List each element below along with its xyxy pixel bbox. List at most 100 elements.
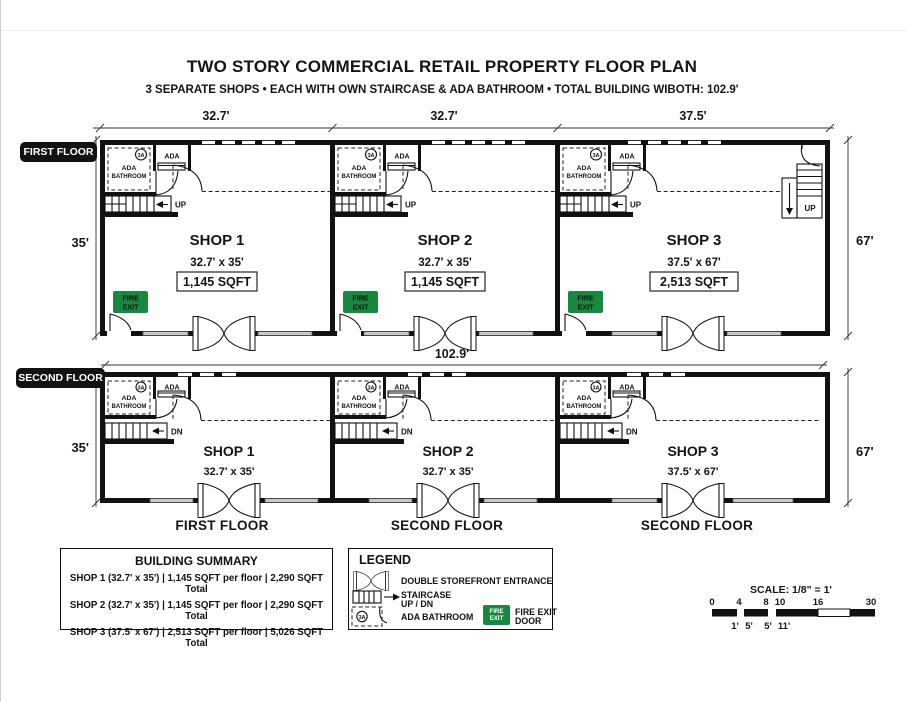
dim-f1-left: 35' <box>71 235 89 250</box>
ada-bathroom-icon: 3A <box>351 606 388 627</box>
stair-door-arc-icon <box>800 143 821 167</box>
shop-sqft: 2,513 SQFT <box>660 275 728 289</box>
staircase-icon <box>352 590 400 604</box>
storefront-window <box>732 498 794 503</box>
sqft-box <box>404 271 486 292</box>
shop-name: SHOP 3 <box>667 232 722 249</box>
shop-size: 32.7' x 35' <box>418 257 472 269</box>
shop-name: SHOP 2 <box>418 232 473 249</box>
shop3-bathroom-cluster <box>559 144 658 218</box>
dim-total-width: 102.9' <box>435 347 469 361</box>
shop-name: SHOP 3 <box>667 443 718 459</box>
legend-title: LEGEND <box>359 553 412 567</box>
building-summary-box: BUILDING SUMMARY SHOP 1 (32.7' x 35') | … <box>60 548 333 649</box>
legend-fire-exit-label: FIRE EXIT <box>515 607 558 617</box>
sqft-box <box>176 271 258 292</box>
page-title: TWO STORY COMMERCIAL RETAIL PROPERTY FLO… <box>186 57 698 76</box>
shop-size: 32.7' x 35' <box>422 466 473 478</box>
shop-sqft: 1,145 SQFT <box>183 275 251 289</box>
shop2-bathroom-cluster <box>334 376 432 445</box>
scale-tick: 8 <box>763 597 768 608</box>
floor-label-1: FIRST FLOOR <box>175 518 269 533</box>
storefront-window <box>611 498 658 503</box>
storefront-window <box>478 331 534 336</box>
up-label: UP <box>804 204 816 213</box>
floor-label-3: SECOND FLOOR <box>640 518 754 533</box>
shop3-bathroom-cluster <box>559 376 657 445</box>
shop3-f1-labels: SHOP 3 37.5' x 67' 2,513 SQFT <box>649 232 739 292</box>
storefront-window <box>368 498 413 503</box>
dim-shop2-width: 32.7' <box>430 109 457 123</box>
storefront-window <box>142 331 189 336</box>
shop-size: 37.5' x 67' <box>667 257 721 269</box>
scale-tick: 16 <box>813 597 824 608</box>
fire-label: FIRE <box>489 608 504 615</box>
shop2-bathroom-cluster <box>334 144 433 218</box>
shop-sqft: 1,145 SQFT <box>411 275 479 289</box>
scale-tick: 30 <box>866 597 877 608</box>
legend-box: LEGEND DOUBLE STOREFRONT ENTRANCE STAIRC… <box>348 548 557 630</box>
scale-tick: 4 <box>736 597 742 608</box>
summary-row-shop3: SHOP 3 (37.5' x 67') | 2,513 SQFT per fl… <box>69 627 324 649</box>
legend-ada-label: ADA BATHROOM <box>401 612 474 622</box>
scale-tick: 1' <box>731 621 739 632</box>
divider-wall <box>555 140 560 336</box>
divider-wall <box>330 372 335 503</box>
storefront-window <box>483 498 538 503</box>
scale-tick: 10 <box>775 597 786 608</box>
second-floor-badge: SECOND FLOOR <box>16 368 105 388</box>
storefront-window <box>611 331 658 336</box>
building-summary-title: BUILDING SUMMARY <box>135 554 258 568</box>
shop-size: 32.7' x 35' <box>190 257 244 269</box>
first-floor-plan: UP SHOP 1 32.7' x 35' 1,145 SQFT SHOP 2 … <box>100 140 830 352</box>
storefront-window <box>149 498 194 503</box>
page-subtitle: 3 SEPARATE SHOPS • EACH WITH OWN STAIRCA… <box>145 84 739 96</box>
legend-staircase-updn-label: UP / DN <box>401 599 434 609</box>
divider-wall <box>555 372 560 503</box>
dim-shop3-width: 37.5' <box>679 109 706 123</box>
dim-f1-right: 67' <box>856 233 874 248</box>
scale-tick: 11' <box>778 621 790 632</box>
storefront-window <box>257 331 313 336</box>
scale-title: SCALE: 1/8" = 1' <box>750 584 832 596</box>
sqft-box <box>649 271 739 292</box>
scale-tick: 5' <box>745 621 753 632</box>
shop-size: 32.7' x 35' <box>203 466 254 478</box>
shop1-f2-labels: SHOP 1 32.7' x 35' <box>203 443 254 478</box>
storefront-window <box>264 498 319 503</box>
page-top-rule <box>0 30 907 31</box>
dim-f2-left: 35' <box>71 440 89 455</box>
storefront-window <box>363 331 410 336</box>
first-floor-badge: FIRST FLOOR <box>20 142 97 162</box>
fire-exit-badge: FIRE EXIT <box>483 605 510 625</box>
shop1-bathroom-cluster <box>104 144 203 218</box>
shop2-f2-labels: SHOP 2 32.7' x 35' <box>422 443 473 478</box>
second-floor-plan: SHOP 1 32.7' x 35' SHOP 2 32.7' x 35' SH… <box>100 372 830 519</box>
dim-f2-right: 67' <box>856 444 874 459</box>
storefront-window <box>726 331 782 336</box>
summary-row-shop2: SHOP 2 (32.7' x 35') | 1,145 SQFT per fl… <box>69 600 324 622</box>
exit-label: EXIT <box>489 615 504 622</box>
summary-row-shop1: SHOP 1 (32.7' x 35') | 1,145 SQFT per fl… <box>69 573 324 595</box>
shop-name: SHOP 1 <box>203 443 254 459</box>
divider-wall <box>330 140 335 336</box>
shop1-f1-labels: SHOP 1 32.7' x 35' 1,145 SQFT <box>176 232 258 292</box>
scale-tick: 5' <box>764 621 772 632</box>
ada-code-label: 3A <box>358 615 365 621</box>
shop3-right-staircase: UP <box>781 143 823 219</box>
shop-name: SHOP 2 <box>422 443 473 459</box>
scale-bar: SCALE: 1/8" = 1' 0 4 8 10 16 30 1' 5' 5'… <box>709 584 876 632</box>
shop2-f1-labels: SHOP 2 32.7' x 35' 1,145 SQFT <box>404 232 486 292</box>
shop-name: SHOP 1 <box>190 232 245 249</box>
floor-label-2: SECOND FLOOR <box>390 518 504 533</box>
legend-entrance-label: DOUBLE STOREFRONT ENTRANCE <box>401 576 553 586</box>
shop1-bathroom-cluster <box>104 376 202 445</box>
dim-shop1-width: 32.7' <box>202 109 229 123</box>
shop3-f2-labels: SHOP 3 37.5' x 67' <box>667 443 718 478</box>
scale-tick: 0 <box>709 597 714 608</box>
shop-size: 37.5' x 67' <box>667 466 718 478</box>
legend-staircase-label: STAIRCASE <box>401 590 452 600</box>
legend-fire-door-label: DOOR <box>515 616 542 626</box>
